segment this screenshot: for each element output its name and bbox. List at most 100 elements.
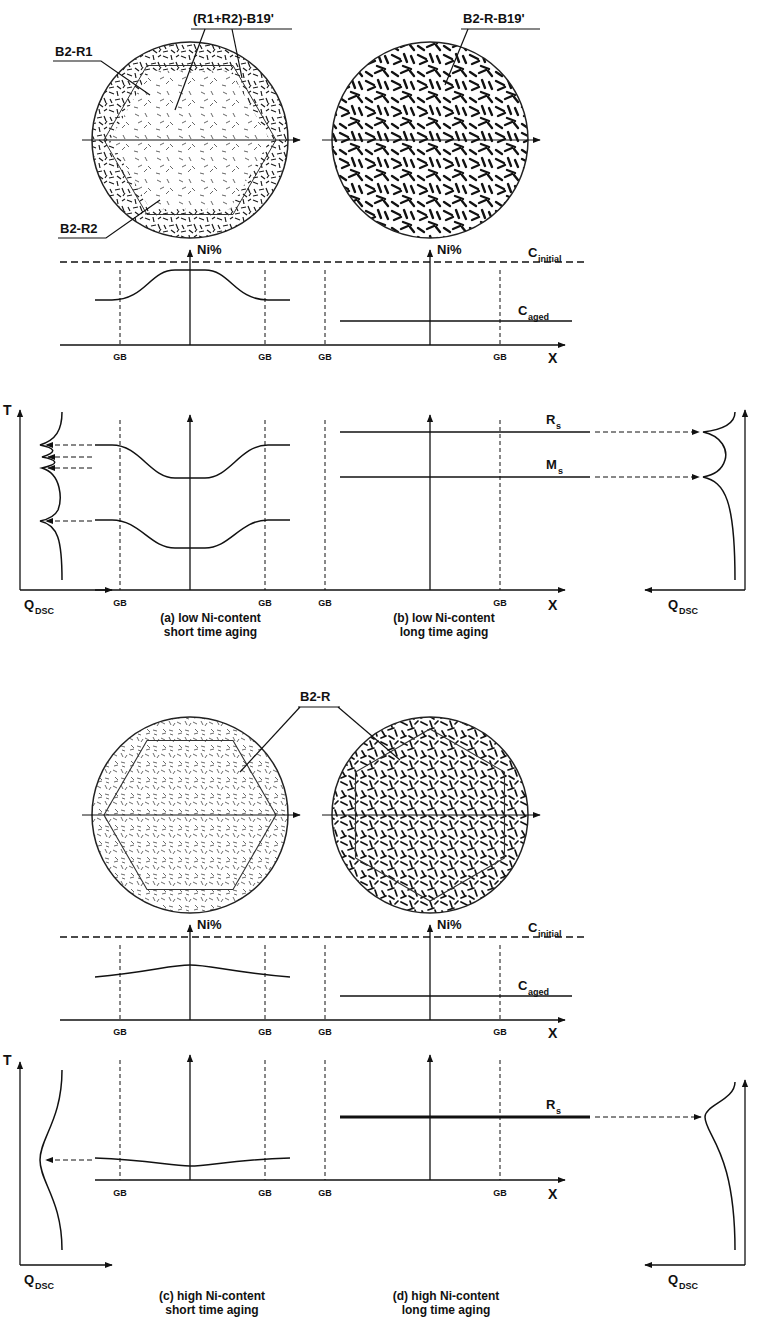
boundary-label: GB bbox=[113, 352, 127, 362]
grain-boundary-line bbox=[120, 1060, 121, 1180]
boundary-label: GB bbox=[318, 1188, 332, 1198]
grain-boundary-line bbox=[325, 420, 326, 590]
dsc-t-axis bbox=[19, 410, 20, 590]
boundary-label: GB bbox=[318, 352, 332, 362]
ms-line bbox=[340, 476, 590, 478]
t-axis bbox=[429, 415, 430, 590]
grain-boundary-line bbox=[265, 945, 266, 1020]
dashed-arrow bbox=[595, 477, 699, 478]
x-axis bbox=[60, 1019, 565, 1020]
grain-axis bbox=[82, 140, 300, 141]
dashed-arrow bbox=[46, 445, 92, 446]
axis-label: Ni% bbox=[197, 918, 222, 933]
axis-subscript: DSC bbox=[35, 1281, 54, 1291]
axis-subscript: DSC bbox=[35, 606, 54, 616]
grain-boundary-line bbox=[500, 420, 501, 590]
concentration-plot bbox=[60, 250, 585, 345]
axis-label: Q bbox=[24, 598, 34, 613]
level-label: C bbox=[528, 921, 537, 936]
rs-line bbox=[340, 431, 590, 433]
panel-caption: (a) low Ni-content short time aging bbox=[150, 612, 271, 640]
boundary-label: GB bbox=[318, 1027, 332, 1037]
boundary-label: GB bbox=[113, 1027, 127, 1037]
grain-axis bbox=[82, 815, 300, 816]
ni-axis bbox=[189, 250, 190, 345]
phase-label: B2-R2 bbox=[60, 222, 98, 237]
grain-illustration bbox=[82, 42, 540, 238]
boundary-label: GB bbox=[493, 352, 507, 362]
dsc-curve bbox=[705, 1082, 735, 1250]
axis-label: Q bbox=[668, 598, 678, 613]
level-subscript: aged bbox=[528, 987, 549, 997]
panel-caption: (c) high Ni-content short time aging bbox=[150, 1290, 274, 1318]
boundary-label: GB bbox=[318, 598, 332, 608]
x-axis bbox=[95, 1179, 565, 1180]
axis-label: Ni% bbox=[197, 243, 222, 258]
leader-line bbox=[58, 200, 160, 238]
ni-axis bbox=[189, 925, 190, 1020]
level-label: C bbox=[518, 979, 527, 994]
axis-label: Q bbox=[24, 1273, 34, 1288]
axis-label: X bbox=[548, 597, 557, 613]
level-subscript: initial bbox=[538, 254, 562, 264]
axis-label: X bbox=[548, 1025, 557, 1041]
grain-boundary-line bbox=[325, 945, 326, 1020]
dsc-curve bbox=[40, 412, 62, 580]
leader-line bbox=[232, 29, 242, 78]
axis-subscript: DSC bbox=[679, 1281, 698, 1291]
temperature-label: R bbox=[546, 1098, 555, 1113]
boundary-label: GB bbox=[113, 1188, 127, 1198]
ni-axis bbox=[429, 250, 430, 345]
leader-line bbox=[461, 28, 540, 29]
level-label: C bbox=[528, 246, 537, 261]
dashed-arrow bbox=[48, 468, 92, 469]
boundary-label: GB bbox=[113, 598, 127, 608]
temperature-subscript: s bbox=[558, 466, 563, 476]
grain-boundary-line bbox=[120, 945, 121, 1020]
grain-boundary-line bbox=[500, 270, 501, 345]
axis-label: X bbox=[548, 1186, 557, 1202]
boundary-label: GB bbox=[493, 1188, 507, 1198]
dsc-q-axis bbox=[645, 589, 745, 590]
leader-line bbox=[191, 28, 292, 29]
boundary-label: GB bbox=[258, 1188, 272, 1198]
dashed-arrow bbox=[46, 521, 92, 522]
t-axis bbox=[189, 1055, 190, 1180]
dsc-t-axis bbox=[744, 410, 745, 590]
axis-label: T bbox=[3, 1052, 12, 1068]
dsc-curve bbox=[703, 412, 735, 580]
ni-profile-curve bbox=[95, 270, 290, 300]
dsc-t-axis bbox=[744, 1080, 745, 1265]
level-subscript: aged bbox=[528, 312, 549, 322]
panel-caption: (b) low Ni-content long time aging bbox=[385, 612, 503, 640]
grain-boundary-line bbox=[265, 1060, 266, 1180]
dashed-arrow bbox=[595, 1117, 701, 1118]
axis-label: T bbox=[3, 402, 12, 418]
dsc-t-axis bbox=[19, 1062, 20, 1265]
grain-axis bbox=[322, 140, 540, 141]
level-subscript: initial bbox=[538, 929, 562, 939]
rs-profile-curve bbox=[95, 1158, 290, 1166]
grain-axis bbox=[322, 815, 540, 816]
leader-line bbox=[53, 61, 150, 95]
grain-boundary-line bbox=[500, 945, 501, 1020]
leader-line bbox=[338, 707, 400, 760]
initial-level-line bbox=[60, 261, 585, 262]
dashed-arrow bbox=[48, 457, 92, 458]
boundary-label: GB bbox=[258, 1027, 272, 1037]
concentration-plot bbox=[60, 925, 585, 1020]
axis-label: Q bbox=[668, 1273, 678, 1288]
leader-line bbox=[298, 706, 340, 707]
phase-label: B2-R bbox=[300, 690, 330, 705]
temperature-label: M bbox=[546, 458, 557, 473]
x-axis bbox=[95, 589, 565, 590]
temperature-plot bbox=[20, 410, 745, 590]
temperature-plot bbox=[20, 1055, 745, 1265]
rs-profile-curve bbox=[95, 445, 290, 478]
phase-label: B2-R1 bbox=[55, 45, 93, 60]
temperature-label: R bbox=[546, 413, 555, 428]
leader-line bbox=[240, 707, 300, 772]
